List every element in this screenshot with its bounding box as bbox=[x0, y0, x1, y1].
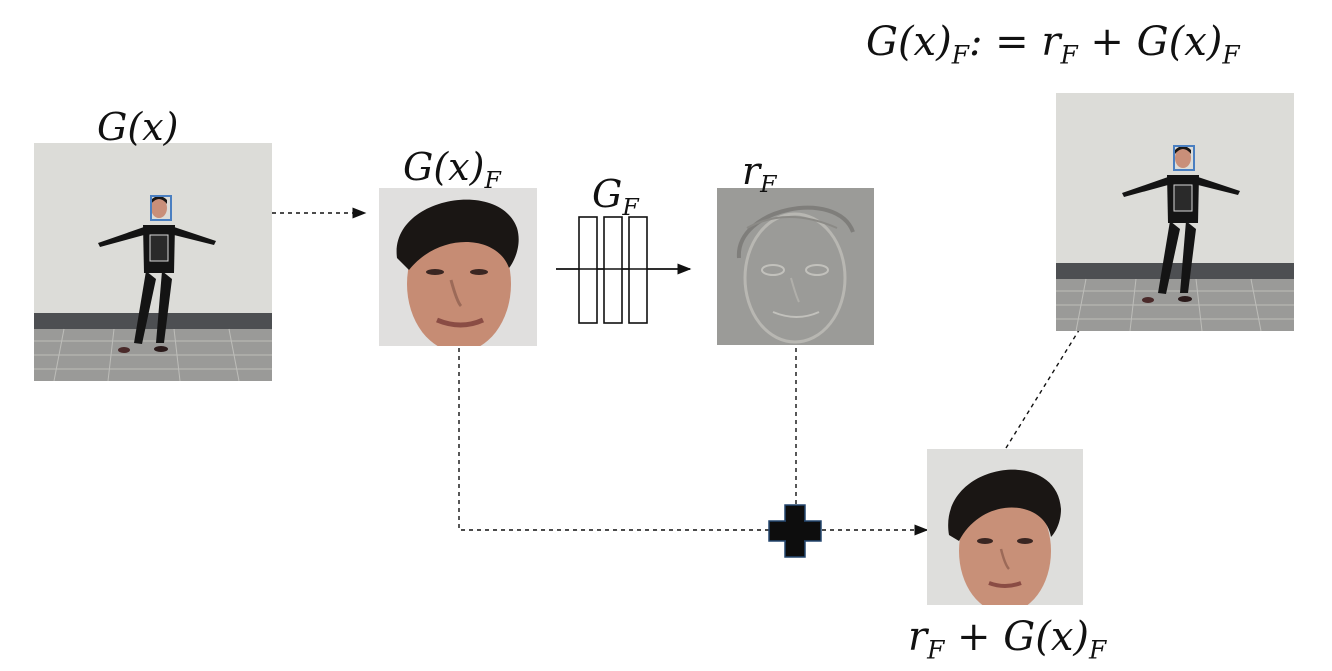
label-residual: rF bbox=[742, 149, 777, 199]
plus-icon bbox=[768, 504, 822, 558]
label-gx: G(x) bbox=[97, 105, 179, 149]
label-gx-face: G(x)F bbox=[403, 145, 501, 195]
network-block-icon bbox=[578, 216, 648, 324]
face-crop-image bbox=[379, 188, 537, 346]
face-bounding-box bbox=[150, 195, 172, 221]
updated-frame-image bbox=[1056, 93, 1294, 331]
label-generator: GF bbox=[592, 172, 639, 222]
sum-face-image bbox=[927, 449, 1083, 605]
label-update: G(x)F: = rF + G(x)F bbox=[866, 19, 1240, 70]
connector-face-to-plus bbox=[458, 348, 770, 531]
face-bounding-box bbox=[1173, 145, 1195, 171]
label-sum: rF + G(x)F bbox=[908, 614, 1107, 665]
residual-image bbox=[717, 188, 874, 345]
full-frame-image bbox=[34, 143, 272, 381]
